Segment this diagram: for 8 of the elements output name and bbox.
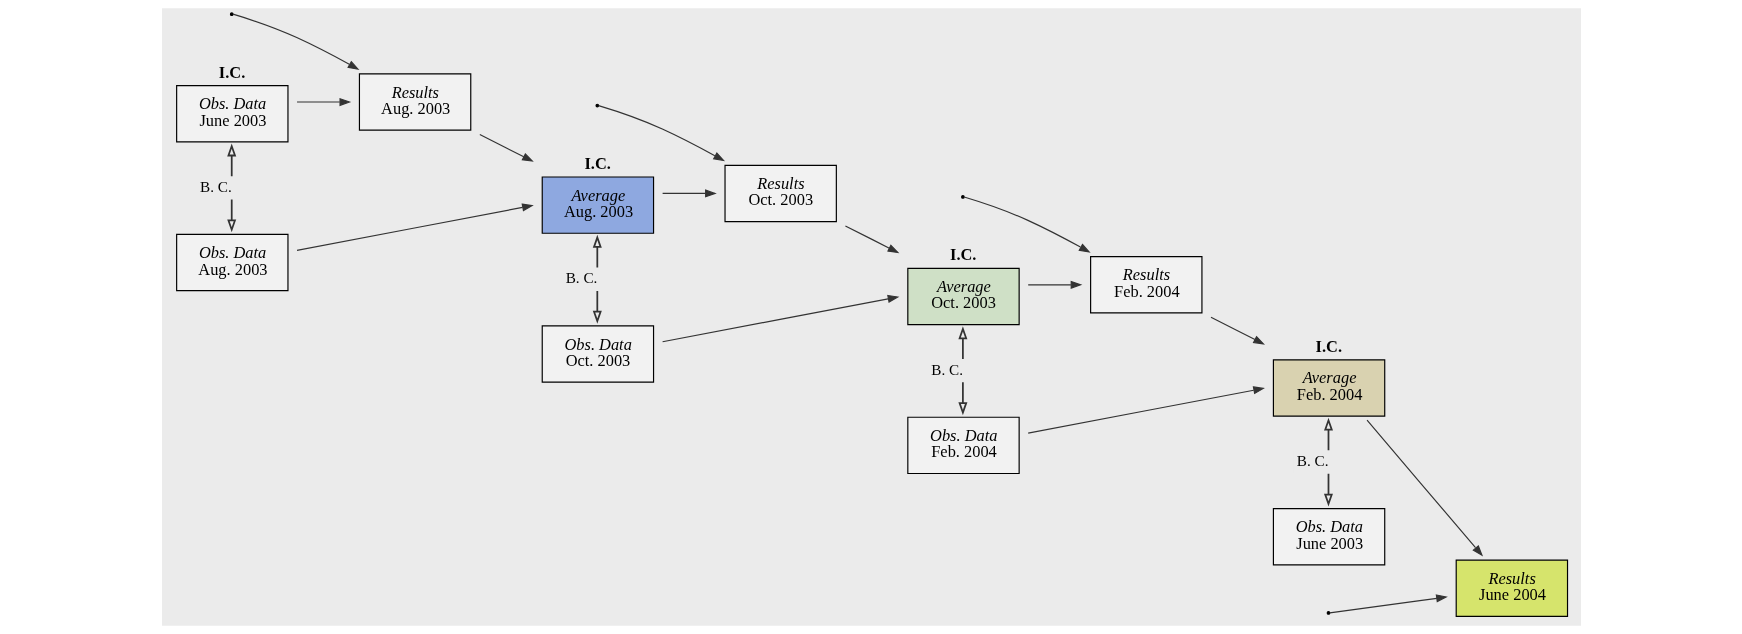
edge-label: B. C. <box>565 269 597 287</box>
node-label: I.C. <box>949 245 976 265</box>
node-label: I.C. <box>583 154 611 174</box>
edge-label: B. C. <box>199 177 232 195</box>
edge-label: B. C. <box>930 360 963 378</box>
node-label: I.C. <box>218 62 245 82</box>
edge-label: B. C. <box>1296 452 1329 470</box>
node-label: I.C. <box>1315 336 1342 356</box>
